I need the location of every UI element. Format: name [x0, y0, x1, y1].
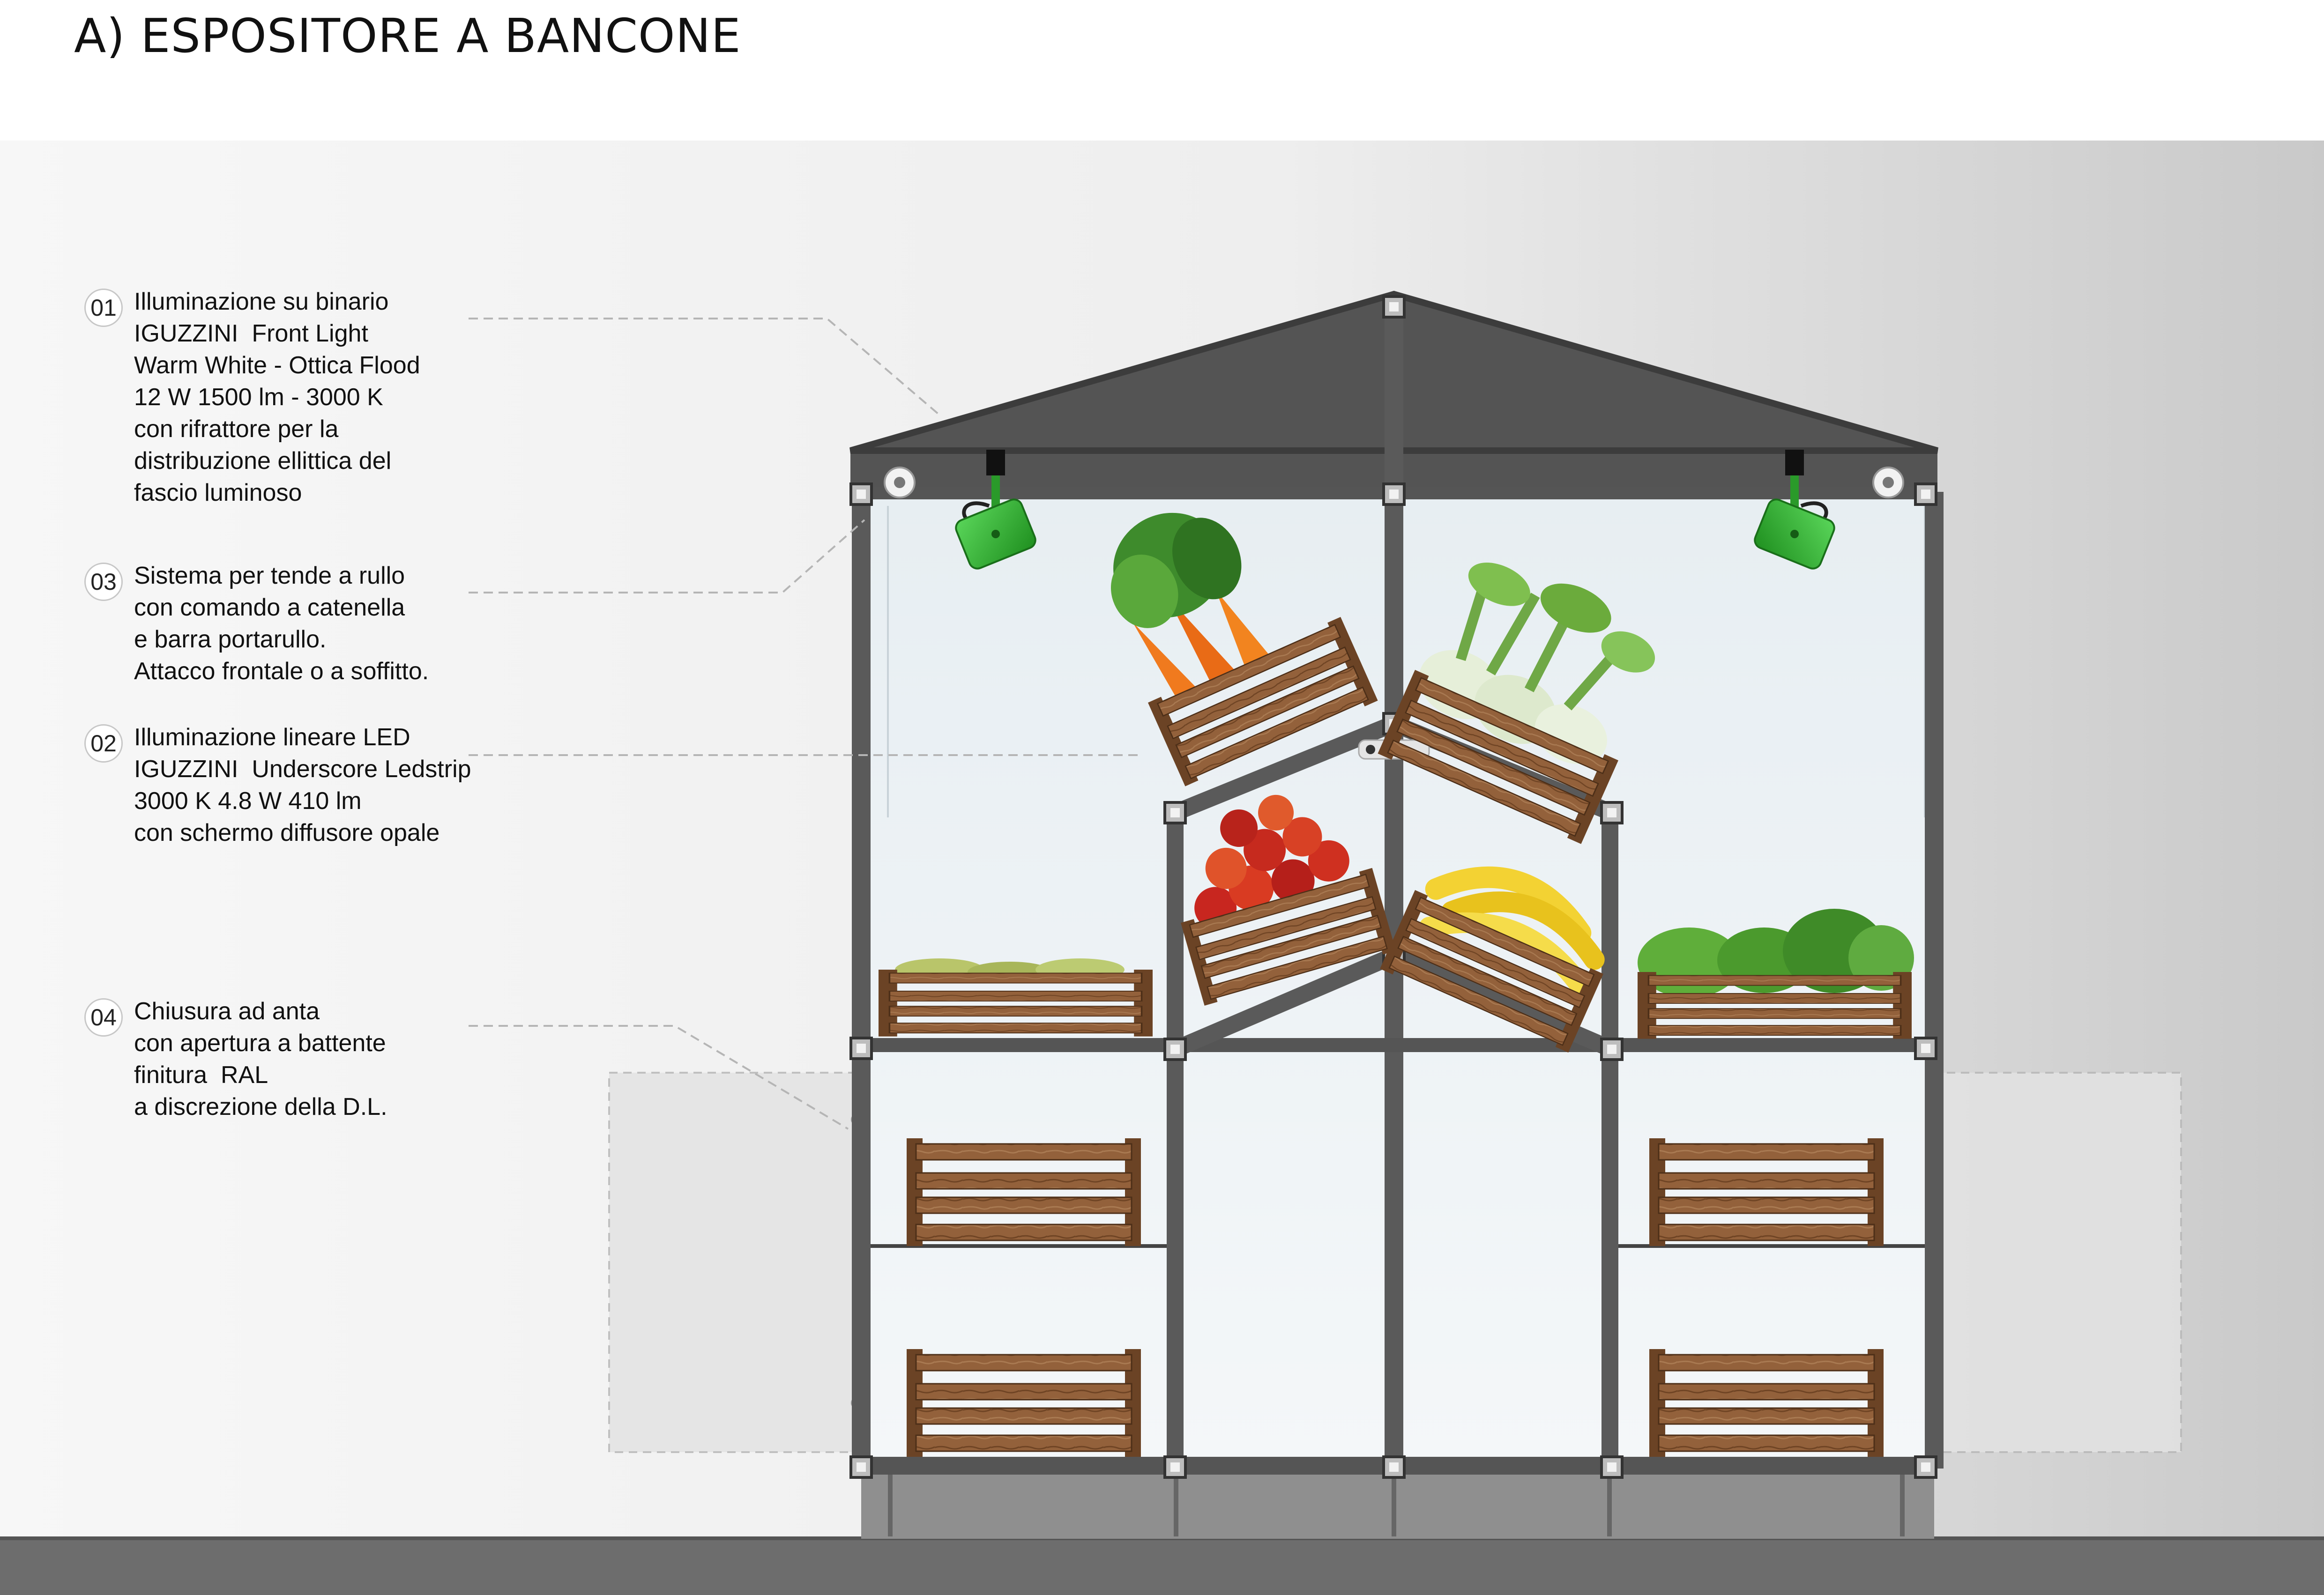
callout-number: 02 [84, 724, 123, 763]
carrot-icon [1110, 512, 1272, 700]
callout-number: 03 [84, 563, 123, 601]
callout-line: Illuminazione lineare LED [134, 724, 410, 751]
callout-line: e barra portarullo. [134, 626, 327, 653]
callout-line: 3000 K 4.8 W 410 lm [134, 787, 362, 815]
callout-line: con comando a catenella [134, 594, 405, 621]
callout-line: Chiusura ad anta [134, 998, 320, 1025]
callout-line: Attacco frontale o a soffitto. [134, 658, 429, 685]
callout-line: con apertura a battente [134, 1030, 386, 1057]
callout-line: con schermo diffusore opale [134, 819, 440, 846]
page-title: A) ESPOSITORE A BANCONE [74, 8, 741, 63]
callout-line: a discrezione della D.L. [134, 1093, 387, 1120]
callout-line: Warm White - Ottica Flood [134, 352, 420, 379]
callout-line: distribuzione ellittica del [134, 447, 392, 475]
callout-line: fascio luminoso [134, 479, 302, 506]
callout-line: Sistema per tende a rullo [134, 562, 405, 589]
callout-line: finitura RAL [134, 1061, 268, 1089]
callout-line: IGUZZINI Front Light [134, 320, 368, 347]
callout-line: IGUZZINI Underscore Ledstrip [134, 756, 471, 783]
callout-line: con rifrattore per la [134, 415, 339, 443]
roller-blind-icon [884, 467, 1904, 498]
callout-number: 04 [84, 998, 123, 1037]
callout-line: 12 W 1500 lm - 3000 K [134, 384, 383, 411]
callout-line: Illuminazione su binario [134, 288, 389, 315]
callout-number: 01 [84, 289, 123, 327]
